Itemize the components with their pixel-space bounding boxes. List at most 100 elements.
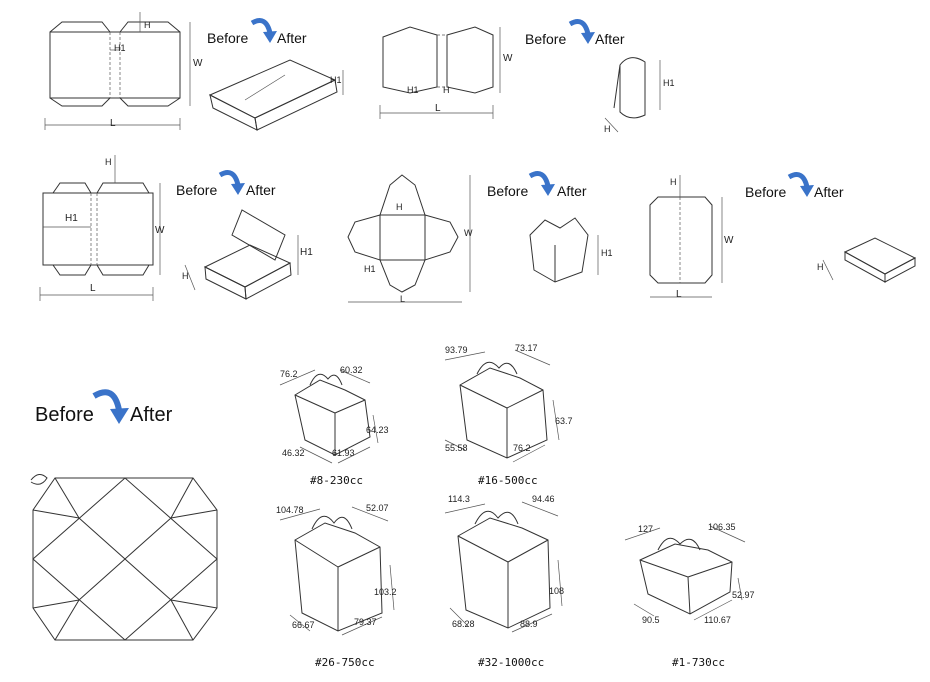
pail-box-32-drawing (444, 501, 563, 633)
diagram-cross-folded: H1 (520, 210, 620, 290)
box-32-dim-top-left: 114.3 (448, 494, 470, 504)
dim-label-L: L (435, 103, 441, 114)
cup-flat-drawing (379, 26, 501, 119)
box-8-dim-bottom-left: 46.32 (282, 448, 305, 458)
curved-arrow-icon (218, 170, 245, 195)
tray-flat-drawing (44, 12, 191, 130)
diagram-sleeve-folded: H (815, 230, 925, 290)
box-16-caption: #16-500cc (478, 474, 538, 487)
dim-label-H1: H1 (601, 248, 613, 258)
after-label: After (595, 31, 625, 47)
cross-folded-drawing (529, 217, 599, 283)
dim-label-L: L (110, 118, 116, 129)
curved-arrow-icon (787, 172, 814, 197)
pail-box-16-drawing (444, 349, 560, 463)
diagram-cup-flat: L W H1 H (375, 15, 515, 125)
clamshell-folded-drawing (184, 209, 299, 300)
dim-label-W: W (503, 53, 513, 64)
curved-arrow-icon (250, 18, 277, 43)
pail-net-drawing (30, 474, 218, 641)
before-label: Before (207, 30, 249, 46)
box-1-dim-top-right: 106.35 (708, 522, 736, 532)
diagram-tray-flat: L W H1 H (40, 10, 203, 135)
box-1-dim-bottom-left: 90.5 (642, 615, 660, 625)
tray-folded-drawing (208, 59, 344, 131)
box-16-dim-bottom-left: 55.58 (445, 443, 468, 453)
diagram-clamshell-flat: L W H1 H (35, 155, 175, 305)
before-label: Before (487, 183, 529, 199)
before-label-large: Before (35, 404, 94, 426)
diagram-cup-folded: H1 H (600, 50, 690, 140)
dim-label-W: W (724, 235, 734, 246)
box-32-dim-height: 108 (549, 586, 565, 596)
pail-box-26: 104.78 52.07 103.2 66.67 79.37 (270, 495, 410, 645)
after-label: After (814, 184, 844, 200)
diagram-clamshell-folded: H1 H (180, 205, 320, 305)
box-1-dim-height: 52.97 (732, 590, 755, 600)
box-1-dim-top-left: 127 (638, 524, 654, 534)
dim-label-H: H (144, 20, 151, 30)
before-label: Before (525, 31, 567, 47)
sleeve-folded-drawing (822, 237, 917, 283)
pail-box-26-drawing (279, 506, 395, 636)
dim-label-H: H (670, 177, 677, 187)
pail-box-16: 93.79 73.17 63.7 55.58 76.2 (435, 340, 580, 470)
dim-label-H1: H1 (663, 78, 675, 88)
box-16-dim-top-left: 93.79 (445, 345, 468, 355)
sleeve-flat-drawing (649, 175, 723, 298)
box-8-dim-top-left: 76.2 (280, 369, 298, 379)
dim-label-W: W (464, 228, 473, 238)
pail-box-32: 114.3 94.46 108 68.28 88.9 (440, 488, 580, 638)
dim-label-H1: H1 (300, 247, 313, 258)
clamshell-flat-drawing (39, 155, 161, 301)
dim-label-H: H (182, 271, 189, 281)
box-26-dim-height: 103.2 (374, 587, 397, 597)
box-16-dim-top-right: 73.17 (515, 343, 538, 353)
box-1-dim-bottom-right: 110.67 (704, 615, 731, 625)
after-label: After (277, 30, 307, 46)
dim-label-H1: H1 (330, 75, 342, 85)
box-26-dim-top-right: 52.07 (366, 503, 389, 513)
box-8-dim-bottom-right: 61.93 (332, 448, 355, 458)
cup-folded-drawing (604, 57, 661, 133)
box-8-dim-height: 64.23 (366, 425, 389, 435)
dim-label-H1: H1 (114, 43, 126, 53)
after-label-large: After (130, 404, 173, 426)
diagram-tray-folded: H1 (205, 50, 355, 135)
curved-arrow-icon (528, 171, 555, 196)
dim-label-L: L (90, 283, 96, 294)
dim-label-H: H (604, 124, 611, 134)
pail-box-8-drawing (279, 369, 379, 464)
curved-arrow-icon (92, 389, 129, 424)
box-8-dim-top-right: 60.32 (340, 365, 363, 375)
dim-label-H: H (443, 85, 450, 95)
before-label: Before (176, 182, 218, 198)
dim-label-H: H (817, 262, 824, 272)
box-26-dim-bottom-right: 79.37 (354, 617, 377, 627)
box-26-dim-top-left: 104.78 (276, 505, 304, 515)
dim-label-H: H (105, 157, 112, 167)
dim-label-W: W (155, 225, 165, 236)
dim-label-H1: H1 (364, 264, 376, 274)
box-8-caption: #8-230cc (310, 474, 363, 487)
before-label: Before (745, 184, 787, 200)
box-32-caption: #32-1000cc (478, 656, 545, 669)
after-label: After (246, 182, 276, 198)
diagram-pail-net (25, 470, 225, 650)
cross-flat-drawing (347, 174, 471, 303)
box-32-dim-top-right: 94.46 (532, 494, 555, 504)
box-16-dim-height: 63.7 (555, 416, 573, 426)
dim-label-W: W (193, 58, 203, 69)
dim-label-H1: H1 (407, 85, 419, 95)
dim-label-H: H (396, 202, 403, 212)
box-32-dim-bottom-right: 88.9 (520, 619, 538, 629)
diagram-cross-flat: L W H1 H (340, 170, 480, 310)
dim-label-L: L (676, 289, 682, 300)
after-label: After (557, 183, 587, 199)
diagram-sleeve-flat: L W H (640, 175, 740, 310)
box-26-caption: #26-750cc (315, 656, 375, 669)
pail-box-1-drawing (624, 525, 746, 621)
box-1-caption: #1-730cc (672, 656, 725, 669)
dim-label-H1: H1 (65, 213, 78, 224)
dim-label-L: L (400, 294, 406, 304)
